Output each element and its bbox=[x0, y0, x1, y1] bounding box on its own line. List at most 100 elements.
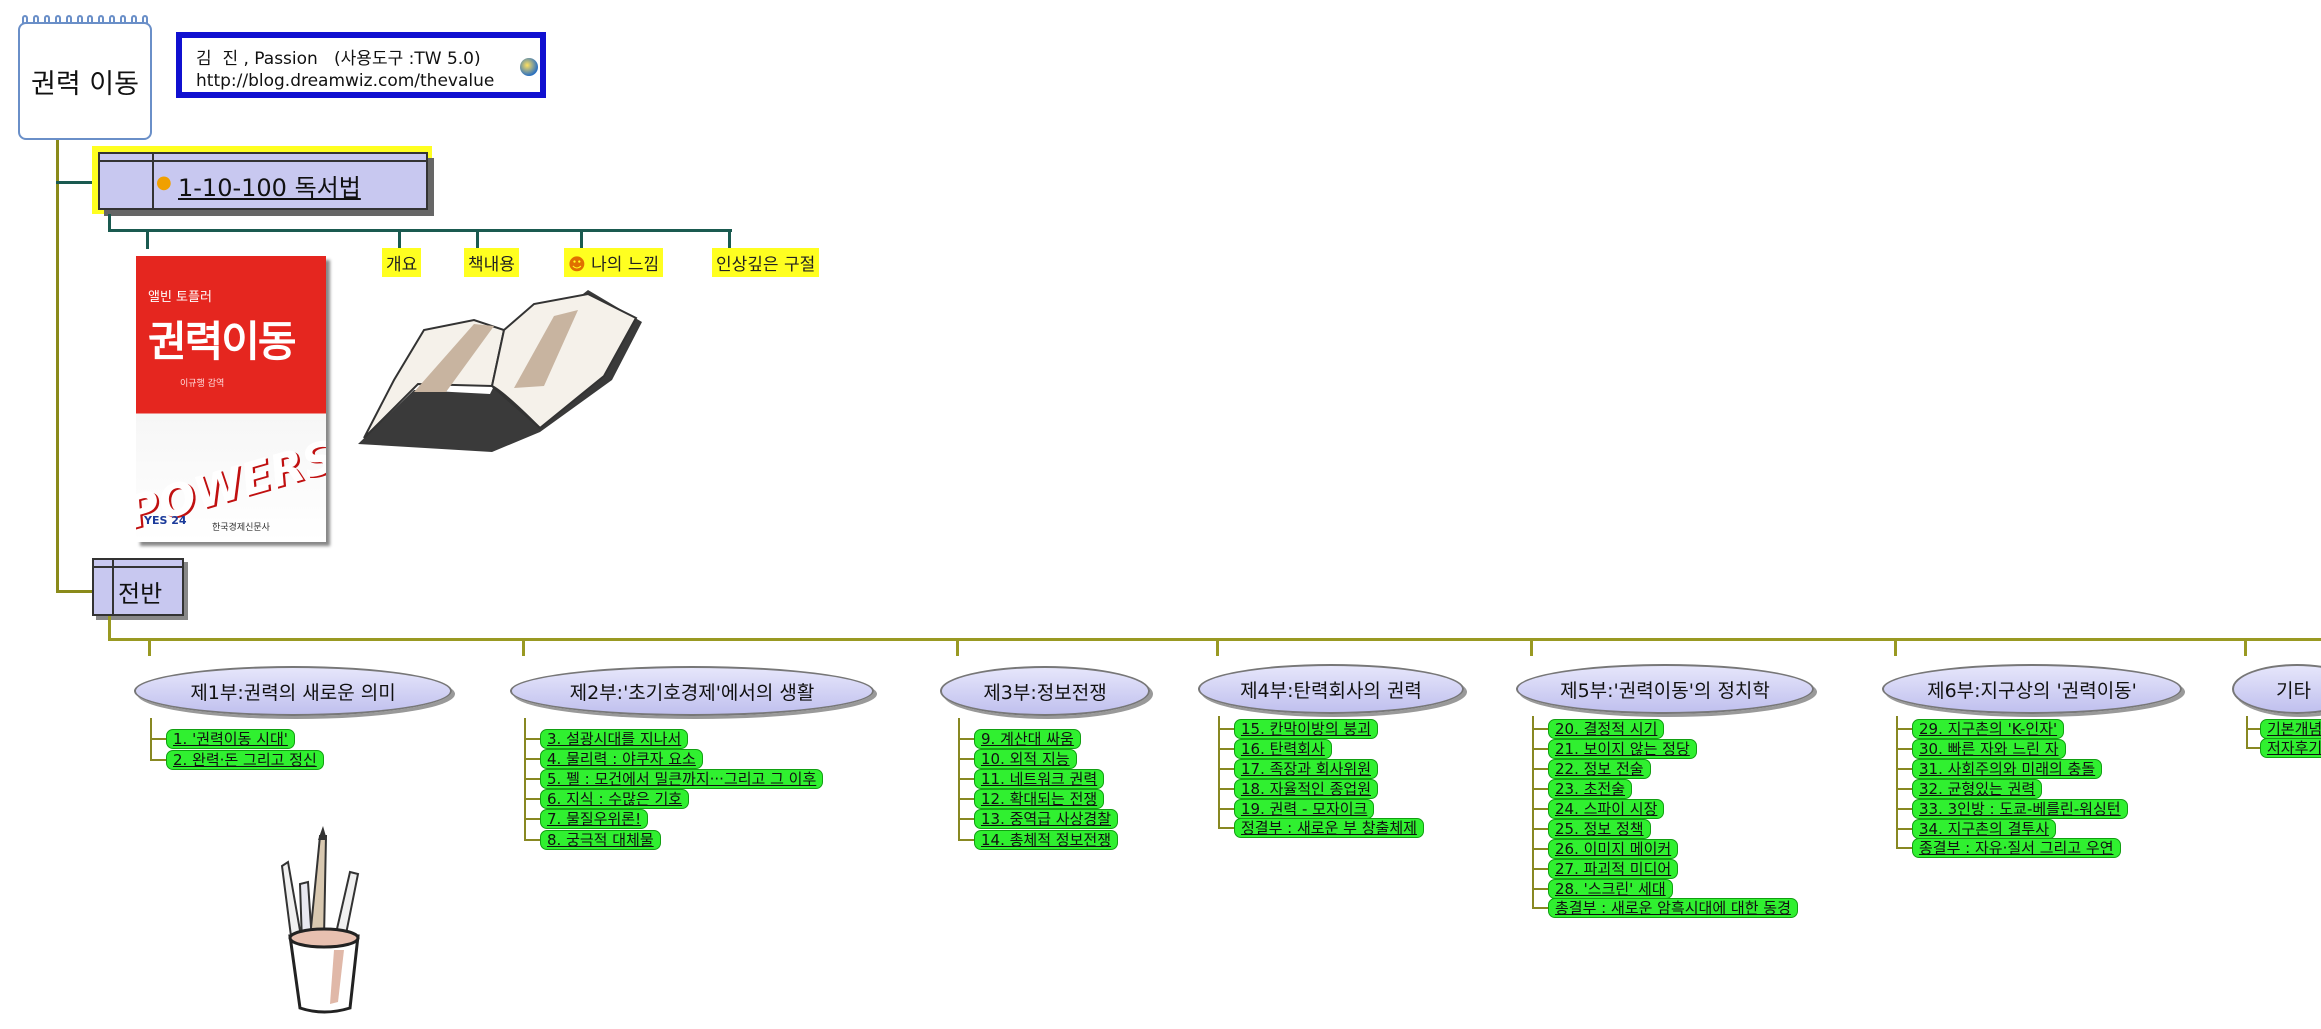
part-connector-2 bbox=[522, 638, 525, 656]
tag-connector-stem bbox=[108, 214, 111, 230]
list-item[interactable]: 29. 지구촌의 'K-인자' bbox=[1912, 719, 2065, 739]
tag-quotes[interactable]: 인상깊은 구절 bbox=[712, 248, 820, 277]
topic1-node[interactable]: ● 1-10-100 독서법 bbox=[98, 152, 428, 210]
list-item[interactable]: 30. 빠른 자와 느린 자 bbox=[1912, 739, 2066, 759]
list-item[interactable]: 6. 지식 : 수많은 기호 bbox=[540, 789, 690, 809]
list-item[interactable]: 28. '스크린' 세대 bbox=[1548, 879, 1673, 899]
list-item[interactable]: 9. 계산대 싸움 bbox=[974, 729, 1081, 749]
topic2-header-strip bbox=[94, 560, 182, 568]
list-item[interactable]: 17. 족장과 회사위원 bbox=[1234, 759, 1378, 779]
part-connector-6 bbox=[1894, 638, 1897, 656]
topic1-title[interactable]: 1-10-100 독서법 bbox=[178, 174, 361, 202]
list-item[interactable]: 14. 총체적 정보전쟁 bbox=[974, 830, 1118, 850]
list-item[interactable]: 2. 완력·돈 그리고 정신 bbox=[166, 750, 324, 770]
list-item[interactable]: 23. 초전술 bbox=[1548, 779, 1633, 799]
part5-item-tick bbox=[1532, 808, 1550, 810]
part1-node[interactable]: 제1부:권력의 새로운 의미 bbox=[134, 666, 452, 716]
part3-item-tick bbox=[958, 738, 976, 740]
part5-item-tick bbox=[1532, 868, 1550, 870]
topic2-divider bbox=[112, 560, 114, 614]
list-item[interactable]: 총결부 : 새로운 암흑시대에 대한 동경 bbox=[1548, 898, 1798, 918]
tag-overview[interactable]: 개요 bbox=[382, 248, 422, 277]
topic2-title[interactable]: 전반 bbox=[118, 580, 163, 608]
part6-item-tick bbox=[1896, 808, 1914, 810]
part6-item-tick bbox=[1896, 728, 1914, 730]
list-item[interactable]: 32. 균형있는 권력 bbox=[1912, 779, 2043, 799]
part7-node[interactable]: 기타 bbox=[2232, 664, 2321, 714]
lightbulb-icon: ● bbox=[156, 172, 172, 193]
part2-item-tick bbox=[524, 758, 542, 760]
part4-item-line bbox=[1218, 716, 1220, 828]
list-item[interactable]: 1. '권력이동 시대' bbox=[166, 729, 295, 749]
part1-item-tick bbox=[150, 738, 168, 740]
list-item[interactable]: 16. 탄력회사 bbox=[1234, 739, 1332, 759]
part6-title: 제6부:지구상의 '권력이동' bbox=[1927, 679, 2137, 702]
list-item[interactable]: 26. 이미지 메이커 bbox=[1548, 839, 1679, 859]
list-item[interactable]: 21. 보이지 않는 정당 bbox=[1548, 739, 1697, 759]
list-item[interactable]: 31. 사회주의와 미래의 충돌 bbox=[1912, 759, 2103, 779]
part7-item-tick bbox=[2246, 728, 2262, 730]
list-item[interactable]: 27. 파괴적 미디어 bbox=[1548, 859, 1679, 879]
list-item[interactable]: 25. 정보 정책 bbox=[1548, 819, 1651, 839]
part3-node[interactable]: 제3부:정보전쟁 bbox=[940, 666, 1150, 716]
tag-book-content[interactable]: 책내용 bbox=[464, 248, 519, 277]
part5-item-tick bbox=[1532, 788, 1550, 790]
list-item[interactable]: 10. 외적 지능 bbox=[974, 749, 1077, 769]
part5-item-tick bbox=[1532, 828, 1550, 830]
list-item[interactable]: 5. 펠 : 모건에서 밀큰까지···그리고 그 이후 bbox=[540, 769, 824, 789]
part5-item-tick bbox=[1532, 768, 1550, 770]
cover-connector bbox=[146, 229, 149, 249]
branch-line-topic1 bbox=[56, 181, 96, 184]
part4-node[interactable]: 제4부:탄력회사의 권력 bbox=[1198, 664, 1464, 714]
part6-item-tick bbox=[1896, 828, 1914, 830]
list-item[interactable]: 19. 권력 - 모자이크 bbox=[1234, 799, 1375, 819]
part4-item-tick bbox=[1218, 808, 1236, 810]
author-info-box[interactable]: 김 진 , Passion (사용도구 :TW 5.0) http://blog… bbox=[176, 32, 546, 98]
tag-my-feeling[interactable]: ☻ 나의 느낌 bbox=[564, 248, 664, 277]
part6-node[interactable]: 제6부:지구상의 '권력이동' bbox=[1882, 664, 2182, 714]
list-item[interactable]: 저자후기 bbox=[2260, 738, 2321, 758]
list-item[interactable]: 13. 중역급 사상경찰 bbox=[974, 809, 1118, 829]
root-title: 권력 이동 bbox=[31, 68, 139, 100]
list-item[interactable]: 24. 스파이 시장 bbox=[1548, 799, 1665, 819]
part3-item-tick bbox=[958, 798, 976, 800]
list-item[interactable]: 18. 자율적인 종업원 bbox=[1234, 779, 1378, 799]
blog-url-link[interactable]: http://blog.dreamwiz.com/thevalue bbox=[196, 71, 495, 91]
part5-node[interactable]: 제5부:'권력이동'의 정치학 bbox=[1516, 664, 1814, 714]
topic2-node[interactable]: 전반 bbox=[92, 558, 184, 616]
list-item[interactable]: 기본개념 bbox=[2260, 719, 2321, 739]
part2-item-tick bbox=[524, 738, 542, 740]
list-item[interactable]: 7. 물질우위론! bbox=[540, 809, 649, 829]
list-item[interactable]: 종결부 : 자유·질서 그리고 우연 bbox=[1912, 838, 2121, 858]
list-item[interactable]: 20. 결정적 시기 bbox=[1548, 719, 1665, 739]
part3-title: 제3부:정보전쟁 bbox=[983, 681, 1107, 704]
part5-item-tick bbox=[1532, 907, 1550, 909]
part4-item-tick bbox=[1218, 827, 1236, 829]
list-item[interactable]: 15. 칸막이방의 붕괴 bbox=[1234, 719, 1378, 739]
part3-item-tick bbox=[958, 839, 976, 841]
tag-connector-4 bbox=[728, 229, 731, 249]
list-item[interactable]: 12. 확대되는 전쟁 bbox=[974, 789, 1105, 809]
topic1-divider bbox=[152, 154, 154, 208]
smiley-icon: ☻ bbox=[568, 255, 586, 275]
part4-item-tick bbox=[1218, 768, 1236, 770]
part-connector-4 bbox=[1216, 638, 1219, 656]
cover-logo: YES 24 bbox=[144, 514, 187, 527]
part2-node[interactable]: 제2부:'초기호경제'에서의 생활 bbox=[510, 666, 874, 716]
list-item[interactable]: 34. 지구촌의 결투사 bbox=[1912, 819, 2056, 839]
cover-top-text: 앨빈 토플러 bbox=[148, 290, 212, 305]
list-item[interactable]: 4. 물리력 : 야쿠자 요소 bbox=[540, 749, 703, 769]
tag-my-feeling-label: 나의 느낌 bbox=[591, 255, 660, 275]
list-item[interactable]: 정결부 : 새로운 부 창출체제 bbox=[1234, 818, 1424, 838]
list-item[interactable]: 3. 설광시대를 지나서 bbox=[540, 729, 689, 749]
list-item[interactable]: 33. 3인방 : 도쿄-베를린-워싱턴 bbox=[1912, 799, 2128, 819]
list-item[interactable]: 11. 네트워크 권력 bbox=[974, 769, 1105, 789]
list-item[interactable]: 8. 궁극적 대체물 bbox=[540, 830, 661, 850]
topic1-header-strip bbox=[100, 154, 426, 162]
root-node[interactable]: 권력 이동 bbox=[18, 22, 152, 140]
list-item[interactable]: 22. 정보 전술 bbox=[1548, 759, 1651, 779]
part2-item-tick bbox=[524, 778, 542, 780]
part6-item-tick bbox=[1896, 788, 1914, 790]
trunk-line bbox=[56, 140, 59, 592]
part1-item-tick bbox=[150, 759, 168, 761]
